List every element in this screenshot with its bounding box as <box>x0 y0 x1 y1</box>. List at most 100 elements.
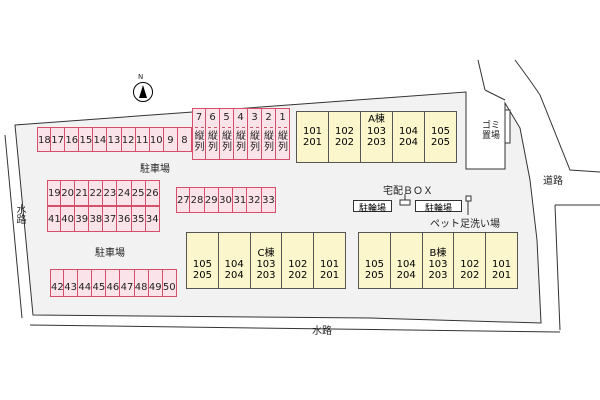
parking-space-number: 11 <box>135 135 149 146</box>
north-compass <box>133 82 153 102</box>
parking-space-43: 43 <box>64 269 79 297</box>
parking-space-46: 46 <box>106 269 121 297</box>
room-number: 104 <box>224 259 244 270</box>
parking-space-18: 18 <box>37 127 52 152</box>
parking-space-50: 50 <box>162 269 177 297</box>
parking-space-number: 33 <box>262 195 275 206</box>
parking-space-45: 45 <box>92 269 107 297</box>
parking-space-number: 36 <box>117 214 131 225</box>
parking-space-number: 16 <box>65 135 79 146</box>
parking-space-number: 14 <box>93 135 107 146</box>
building-name: C棟 <box>257 248 275 259</box>
parking-space-number: 44 <box>78 282 92 293</box>
parking-space-12: 12 <box>121 127 136 152</box>
parking-space-13: 13 <box>107 127 122 152</box>
parking-space-number: 24 <box>117 188 131 199</box>
room-number: 101 <box>320 259 340 270</box>
parking-space-23: 23 <box>103 180 118 206</box>
parking-space-number: 9 <box>167 135 174 146</box>
parking-space-number: 46 <box>106 282 120 293</box>
bicycle-parking: 駐輪場 <box>353 200 392 214</box>
parking-space-number: 31 <box>233 195 247 206</box>
tandem-label: 縦列 <box>208 127 218 153</box>
room-number: 104 <box>398 126 419 137</box>
parking-lot-label: 駐車場 <box>140 164 170 175</box>
building-name: A棟 <box>368 114 385 125</box>
room-number: 103 <box>256 259 276 270</box>
parking-space-number: 39 <box>75 214 89 225</box>
parking-space-number: 37 <box>103 214 117 225</box>
parking-space-number: 22 <box>89 188 103 199</box>
parking-space-number: 10 <box>149 135 163 146</box>
parking-space-49: 49 <box>148 269 163 297</box>
bicycle-parking-label: 駐輪場 <box>424 204 452 214</box>
room-number: 104 <box>396 259 416 270</box>
tandem-label: 縦列 <box>194 127 205 153</box>
parking-space-number: 30 <box>219 195 232 206</box>
building-name: B棟 <box>429 248 447 259</box>
room-number: 204 <box>398 137 419 148</box>
parking-space-number: 38 <box>89 214 103 225</box>
parking-space-35: 35 <box>131 206 146 232</box>
parking-space-number: 48 <box>134 282 148 293</box>
parking-space-39: 39 <box>75 206 90 232</box>
room-number: 201 <box>492 270 512 281</box>
parking-space-number: 29 <box>204 195 218 206</box>
parking-space-number: 18 <box>38 135 51 146</box>
parking-space-number: 28 <box>190 195 204 206</box>
road-label: 道路 <box>543 176 563 187</box>
parking-space-number: 1 <box>279 112 286 123</box>
parking-space-number: 49 <box>148 282 162 293</box>
parking-space-number: 4 <box>237 112 244 123</box>
parking-space-38: 38 <box>89 206 104 232</box>
parking-space-number: 6 <box>209 112 216 123</box>
parking-space-number: 42 <box>51 282 64 293</box>
room-number: 103 <box>428 259 448 270</box>
parking-space-number: 21 <box>75 188 89 199</box>
parking-space-47: 47 <box>120 269 135 297</box>
parking-space-number: 15 <box>79 135 93 146</box>
delivery-box-label: 宅配ＢＯＸ <box>383 186 433 197</box>
waterway-label: 水路 <box>312 326 332 337</box>
tandem-label: 縦列 <box>250 127 260 153</box>
parking-lot-label: 駐車場 <box>95 248 125 259</box>
garbage-area-label: ゴミ置場 <box>482 121 501 141</box>
room-number: 202 <box>334 137 355 148</box>
parking-space-number: 40 <box>61 214 74 225</box>
parking-space-number: 41 <box>48 214 61 225</box>
tandem-label: 縦列 <box>264 127 274 153</box>
parking-space-31: 31 <box>233 187 248 213</box>
room-number: 202 <box>460 270 480 281</box>
room-number: 103 <box>366 126 387 137</box>
parking-space-11: 11 <box>135 127 150 152</box>
parking-space-2: 2 縦列 <box>262 108 276 160</box>
parking-space-number: 35 <box>131 214 145 225</box>
parking-space-32: 32 <box>247 187 262 213</box>
parking-space-17: 17 <box>51 127 66 152</box>
parking-space-34: 34 <box>145 206 160 232</box>
room-number: 101 <box>302 126 323 137</box>
parking-space-40: 40 <box>61 206 76 232</box>
parking-space-36: 36 <box>117 206 132 232</box>
room-number: 102 <box>334 126 355 137</box>
parking-space-number: 2 <box>265 112 272 123</box>
room-number: 201 <box>320 270 340 281</box>
parking-space-number: 8 <box>181 135 188 146</box>
room-number: 203 <box>366 137 387 148</box>
room-number: 203 <box>256 270 276 281</box>
